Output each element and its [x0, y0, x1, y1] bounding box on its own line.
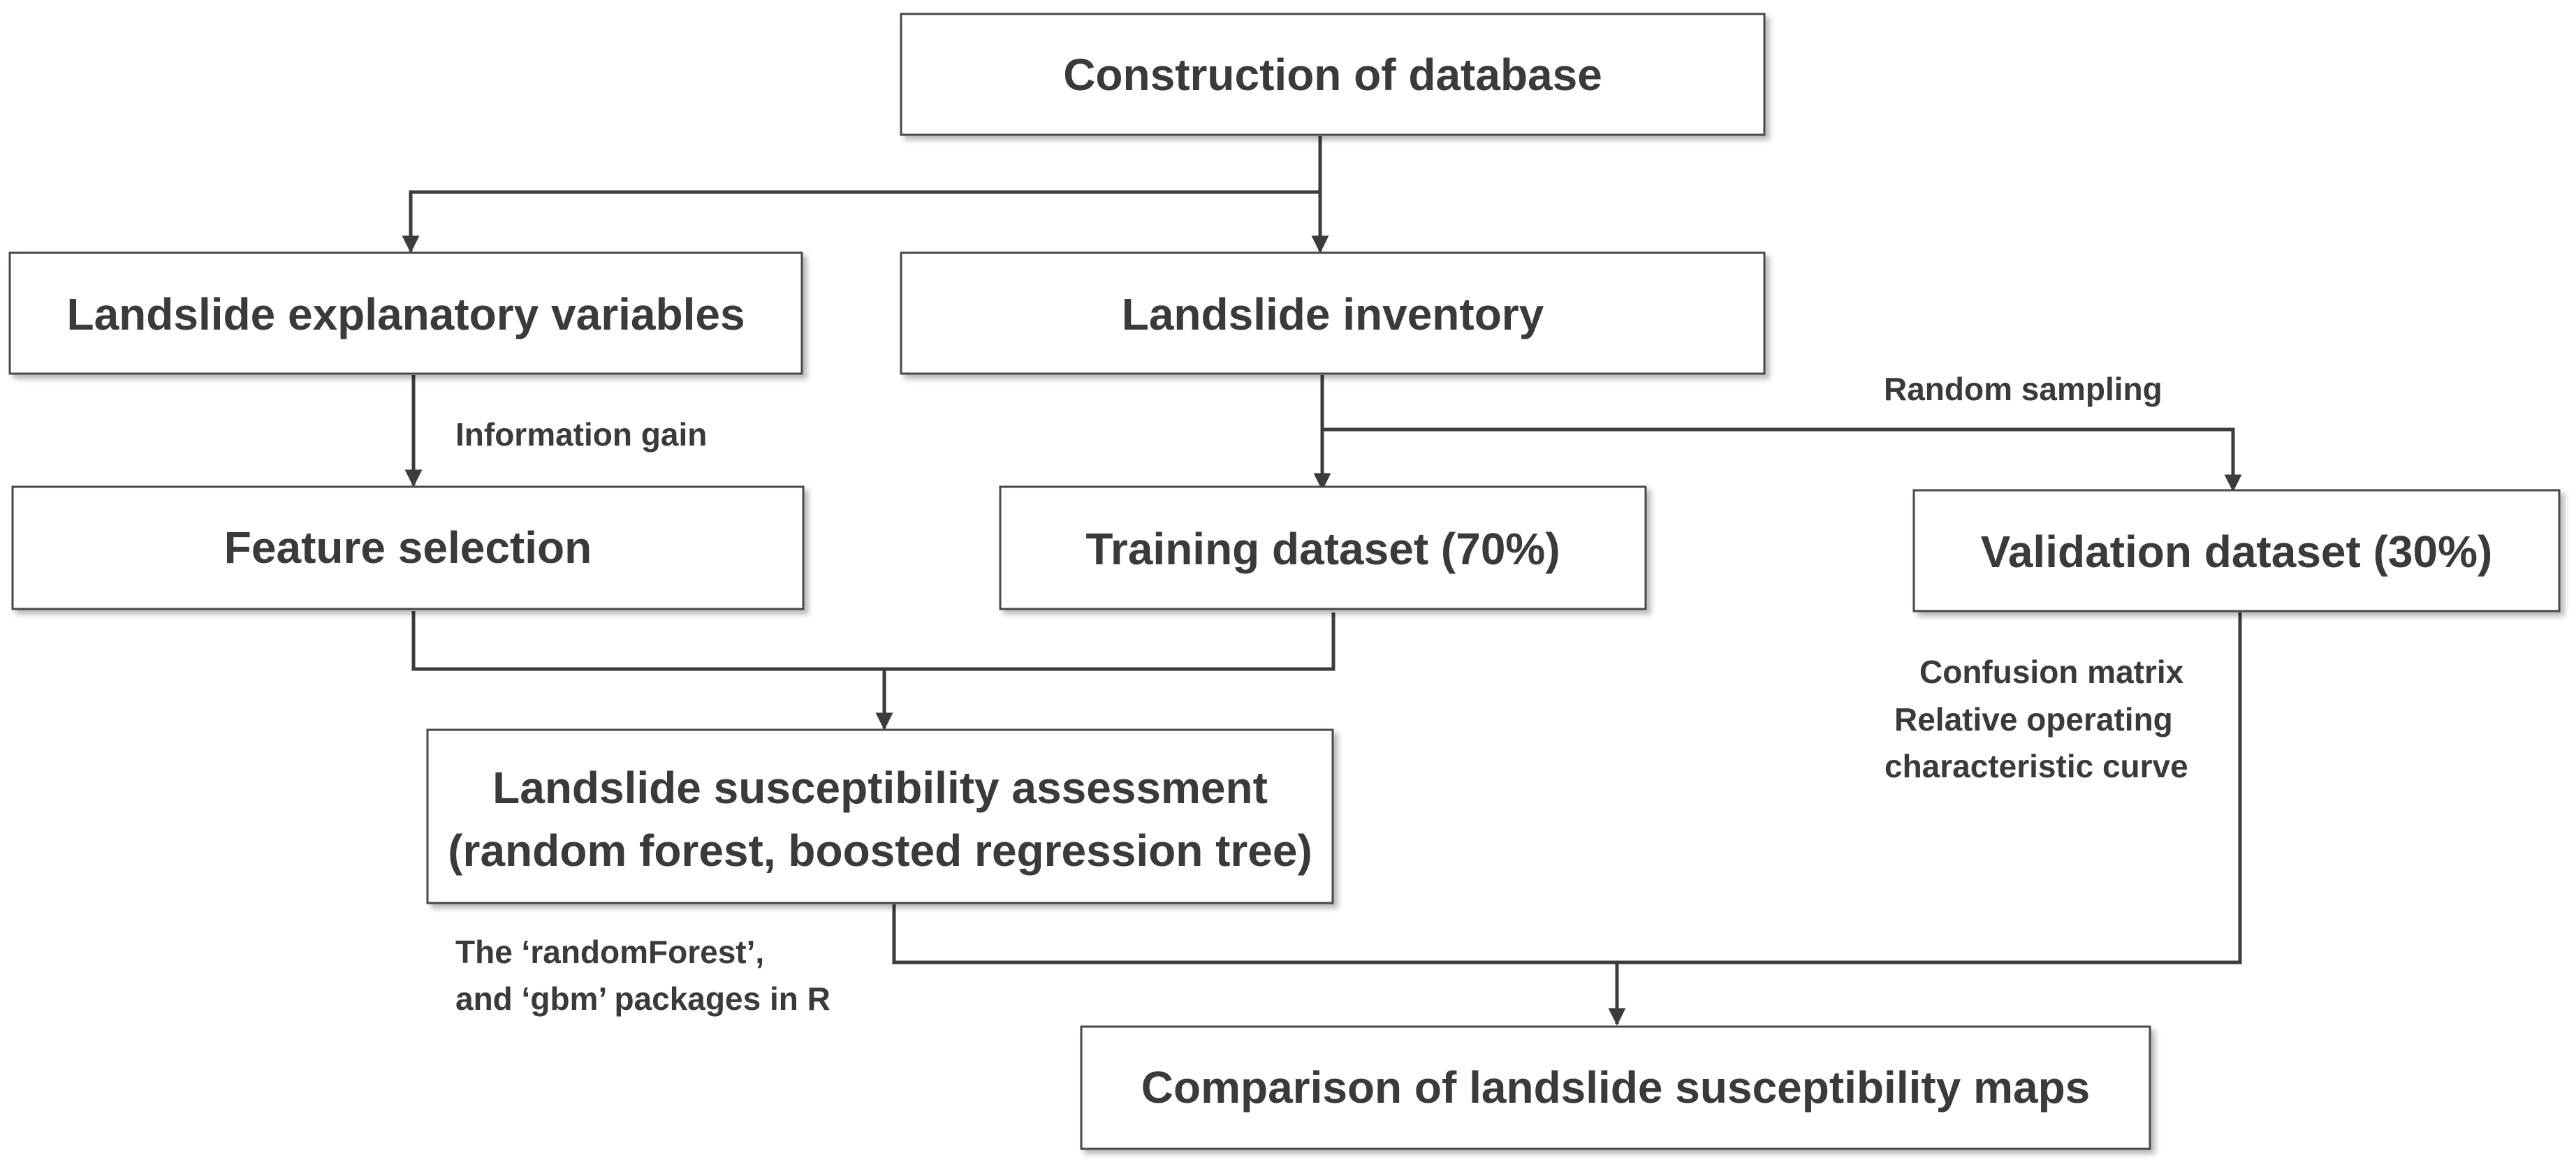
label-information-gain: Information gain	[455, 416, 707, 453]
node-label: Landslide inventory	[1122, 289, 1544, 339]
node-box	[1912, 489, 2561, 612]
label-characteristic-curve: characteristic curve	[1885, 748, 2188, 784]
label-random-sampling: Random sampling	[1884, 371, 2162, 407]
node-label-line2: (random forest, boosted regression tree)	[448, 825, 1312, 876]
node-label: Construction of database	[1063, 50, 1602, 100]
node-label: Comparison of landslide susceptibility m…	[1141, 1062, 2091, 1113]
node-comparison-maps: Comparison of landslide susceptibility m…	[1080, 1025, 2151, 1150]
label-relative-operating: Relative operating	[1894, 701, 2173, 737]
connectors	[402, 136, 2242, 1026]
node-label: Feature selection	[224, 522, 592, 573]
node-label: Validation dataset (30%)	[1981, 527, 2493, 577]
edge-construction-to-explanatory	[402, 190, 1320, 254]
node-label: Training dataset (70%)	[1085, 524, 1560, 574]
node-label-line1: Landslide susceptibility assessment	[492, 763, 1268, 813]
node-box	[11, 485, 805, 610]
edge-assessment-to-merge	[892, 612, 2242, 964]
label-packages-line1: The ‘randomForest’,	[455, 934, 764, 970]
node-explanatory-variables: Landslide explanatory variables	[8, 251, 803, 375]
label-packages-line2: and ‘gbm’ packages in R	[455, 981, 830, 1017]
node-box	[900, 251, 1766, 375]
node-landslide-inventory: Landslide inventory	[900, 251, 1766, 375]
node-box	[8, 251, 803, 375]
node-construction: Construction of database	[900, 13, 1766, 136]
node-box	[999, 485, 1647, 610]
node-susceptibility-assessment: Landslide susceptibility assessment (ran…	[426, 728, 1334, 904]
node-box	[900, 13, 1766, 136]
node-validation-dataset: Validation dataset (30%)	[1912, 489, 2561, 612]
edge-inventory-to-validation	[1322, 427, 2242, 492]
edge-feature-training-merge	[411, 611, 1335, 671]
edge-labels: Information gain Random sampling Confusi…	[455, 371, 2188, 1017]
node-feature-selection: Feature selection	[11, 485, 805, 610]
node-box	[426, 728, 1334, 904]
node-box	[1080, 1025, 2151, 1150]
label-confusion-matrix: Confusion matrix	[1919, 654, 2184, 690]
node-label: Landslide explanatory variables	[66, 289, 745, 339]
node-training-dataset: Training dataset (70%)	[999, 485, 1647, 610]
